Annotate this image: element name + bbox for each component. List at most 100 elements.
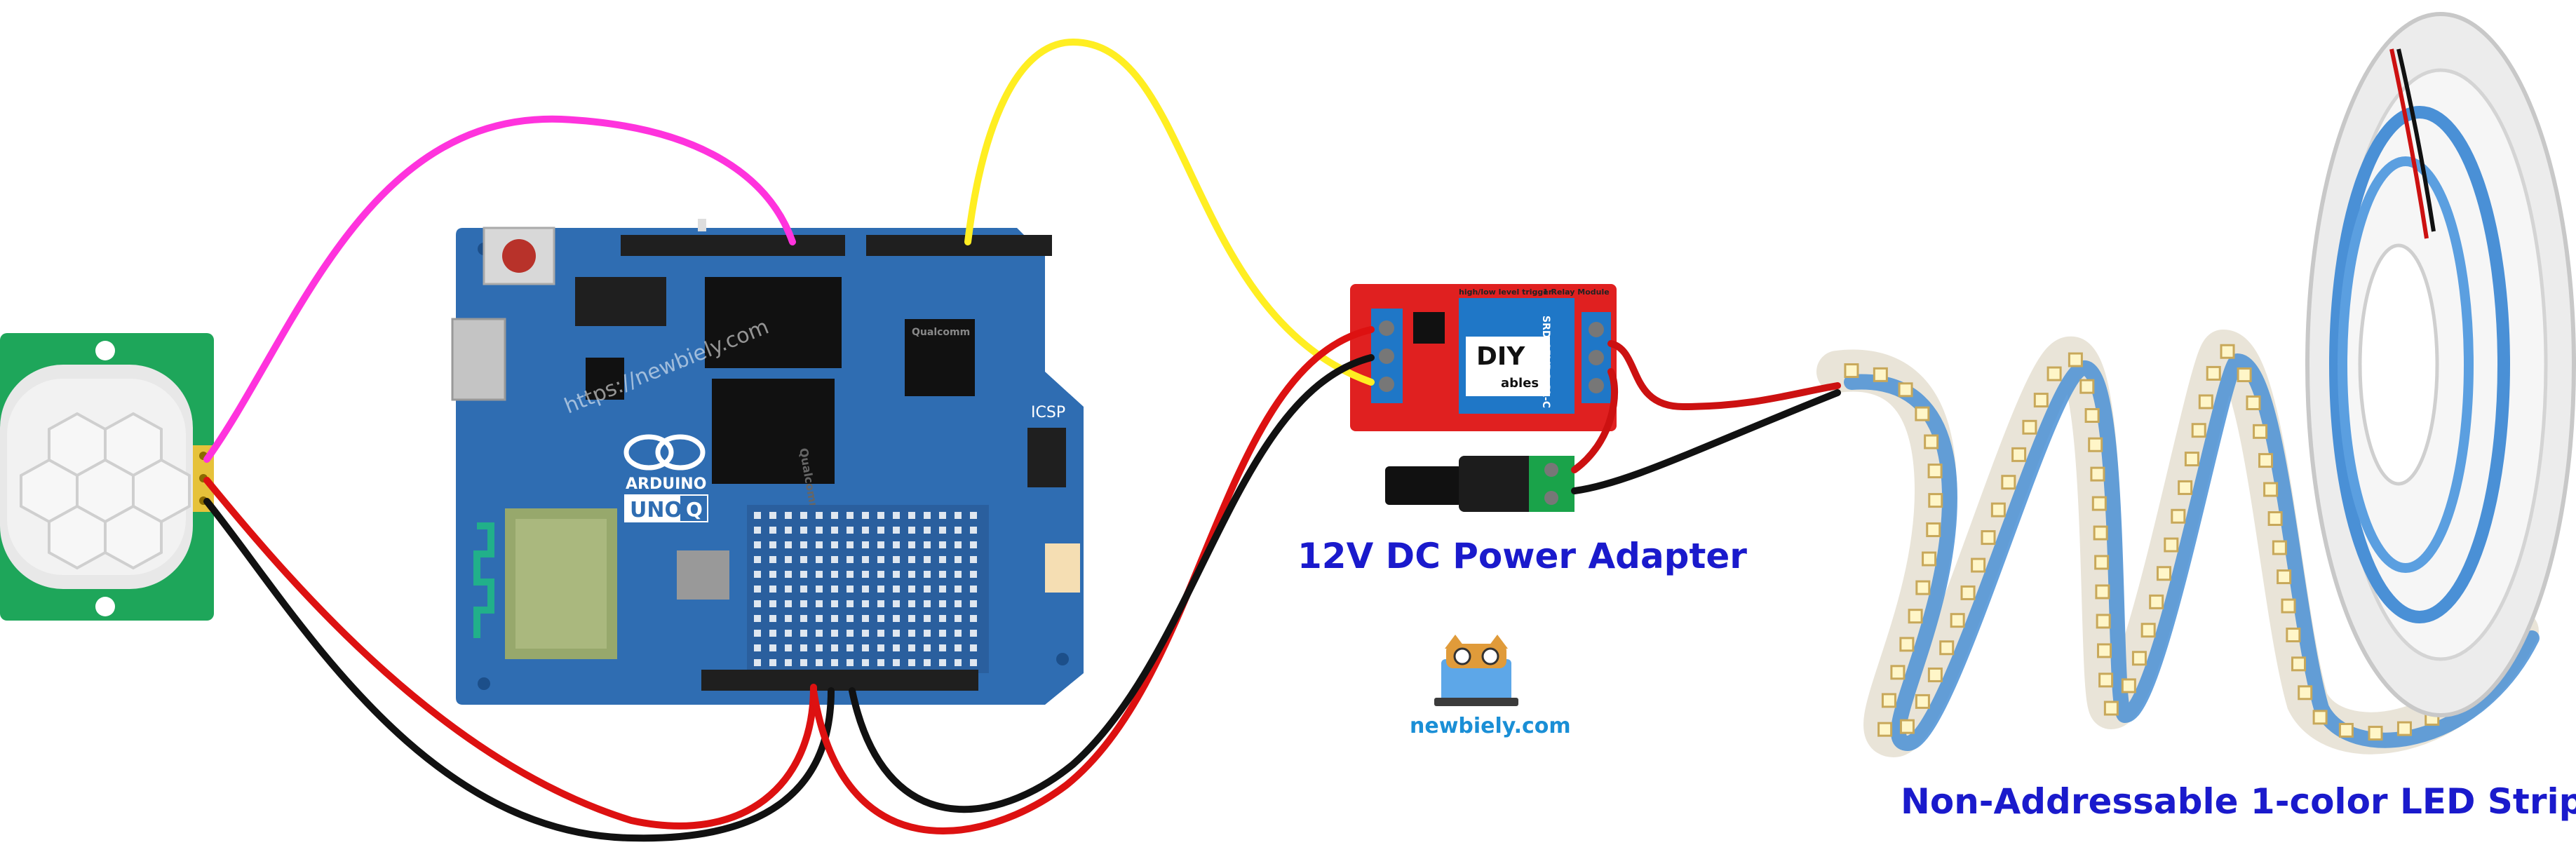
vent-dot <box>939 644 946 651</box>
icsp-header <box>1027 428 1066 487</box>
vent-dot <box>893 556 900 563</box>
vent-dot <box>877 541 884 548</box>
led-chip <box>2220 344 2235 359</box>
led-chip <box>2246 395 2261 410</box>
led-chip <box>2149 594 2164 609</box>
vent-dot <box>877 556 884 563</box>
chip-small <box>586 358 624 400</box>
led-chip <box>2184 452 2199 467</box>
vent-dot <box>955 586 962 593</box>
led-chip <box>2011 447 2027 462</box>
led-chip <box>1950 613 1965 628</box>
vent-dot <box>908 615 915 622</box>
vent-dot <box>754 615 761 622</box>
vent-dot <box>816 527 823 534</box>
vent-dot <box>908 556 915 563</box>
led-chip <box>1844 363 1859 379</box>
vent-dot <box>831 512 838 519</box>
led-chip <box>1960 585 1976 600</box>
vent-dot <box>754 630 761 637</box>
vent-dot <box>893 512 900 519</box>
vent-dot <box>800 586 807 593</box>
power-adapter-label: 12V DC Power Adapter <box>1297 536 1747 576</box>
vent-dot <box>877 512 884 519</box>
vent-dot <box>862 527 869 534</box>
vent-dot <box>785 586 792 593</box>
vent-dot <box>831 600 838 607</box>
vent-dot <box>800 600 807 607</box>
vent-dot <box>847 571 854 578</box>
wire-black-jack-led <box>1571 389 1841 494</box>
qualcomm-chip <box>712 379 835 484</box>
vent-dot <box>769 512 776 519</box>
fresnel-lens <box>20 412 191 570</box>
vent-dot <box>800 556 807 563</box>
relay-logo-subtext: ables <box>1501 376 1539 391</box>
led-chip <box>2068 352 2083 367</box>
vent-dot <box>816 512 823 519</box>
vent-dot <box>877 644 884 651</box>
vent-dot <box>970 571 977 578</box>
led-chip <box>2267 511 2283 527</box>
led-strip-label: Non-Addressable 1-color LED Strip <box>1901 781 2576 822</box>
vent-dot <box>754 659 761 666</box>
led-chip <box>1873 367 1888 382</box>
vent-dot <box>800 571 807 578</box>
vent-dot <box>847 659 854 666</box>
arduino-logo: ARDUINO UNO Q <box>623 434 708 522</box>
relay-module-text: 1 Relay Module <box>1543 288 1610 297</box>
vent-dot <box>754 556 761 563</box>
led-chip <box>2095 584 2110 600</box>
vent-dot <box>862 512 869 519</box>
vent-dot <box>924 615 931 622</box>
led-chip <box>2079 379 2095 394</box>
vent-dot <box>816 541 823 548</box>
vent-dot <box>831 556 838 563</box>
led-chip <box>2396 721 2412 736</box>
led-chip <box>1924 434 1939 449</box>
led-chip <box>2191 423 2206 438</box>
vent-dot <box>816 615 823 622</box>
vent-dot <box>939 659 946 666</box>
vent-dot <box>908 512 915 519</box>
led-chip <box>1915 694 1930 709</box>
vent-dot <box>908 644 915 651</box>
led-chip <box>2022 419 2037 435</box>
led-chip <box>1927 667 1943 682</box>
vent-dot <box>831 586 838 593</box>
vent-dot <box>785 644 792 651</box>
vent-dot <box>816 644 823 651</box>
led-chip <box>2277 569 2292 585</box>
bottom-header <box>701 670 978 691</box>
vent-dot <box>893 644 900 651</box>
vent-dot <box>847 512 854 519</box>
vent-dot <box>785 541 792 548</box>
led-chip <box>1899 719 1915 734</box>
vent-dot <box>785 615 792 622</box>
led-chip <box>2033 393 2049 408</box>
vent-dot <box>769 659 776 666</box>
vent-dot <box>847 644 854 651</box>
vent-dot <box>862 615 869 622</box>
vent-dot <box>785 659 792 666</box>
led-chip <box>2084 408 2100 424</box>
vent-dot <box>955 556 962 563</box>
led-chip <box>2131 651 2147 666</box>
top-header-left <box>621 235 845 256</box>
led-chip <box>2286 628 2301 643</box>
vent-dot <box>847 600 854 607</box>
wire-magenta-signal <box>203 115 796 463</box>
led-chip <box>2291 656 2306 672</box>
vent-dot <box>769 600 776 607</box>
vent-dot <box>924 556 931 563</box>
led-chip <box>1990 502 2006 518</box>
led-chip <box>2140 623 2156 638</box>
vent-dot <box>769 556 776 563</box>
led-chip <box>2368 726 2383 741</box>
side-connector <box>1045 543 1080 593</box>
relay-trigger-text: high/low level trigger <box>1459 288 1553 297</box>
led-chip <box>1908 609 1923 624</box>
led-chip <box>2253 424 2268 439</box>
vent-dot <box>908 541 915 548</box>
vent-dot <box>785 512 792 519</box>
